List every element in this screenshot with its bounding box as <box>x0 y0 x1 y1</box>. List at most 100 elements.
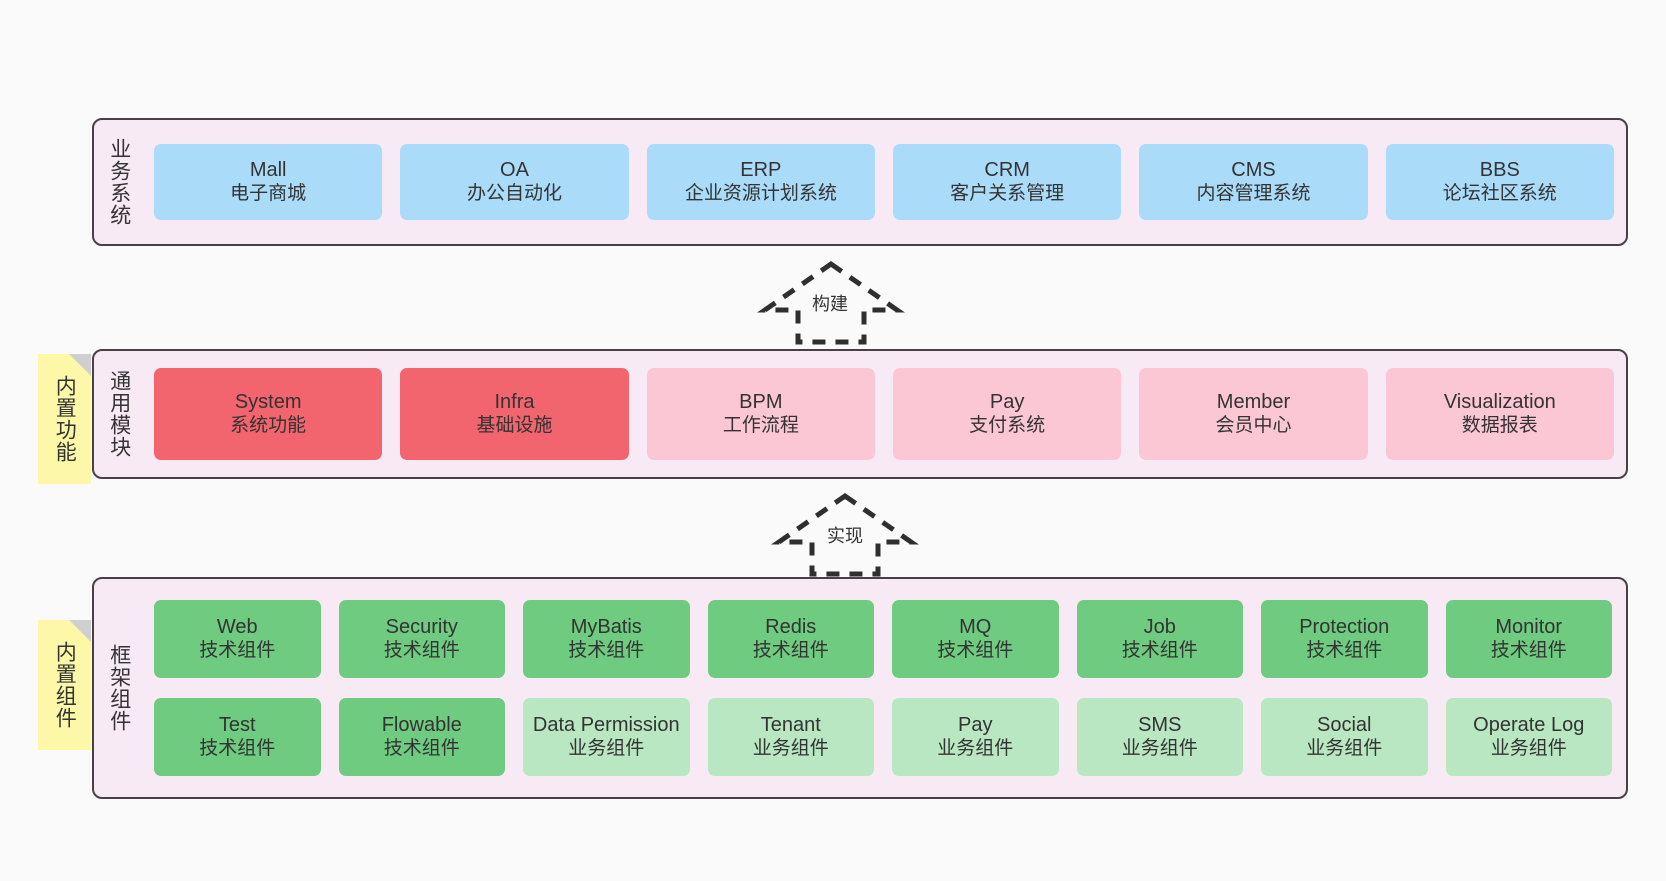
card-title-en: Monitor <box>1495 616 1563 638</box>
card-title-en: Infra <box>494 391 535 413</box>
card-title-en: Visualization <box>1443 391 1556 413</box>
card-title-en: SMS <box>1138 714 1182 736</box>
card-title-en: BPM <box>739 391 783 413</box>
card-title-en: Data Permission <box>532 714 680 736</box>
card-title-cn: 论坛社区系统 <box>1442 182 1557 204</box>
card-title-en: System <box>234 391 302 413</box>
card-title-cn: 技术组件 <box>1490 639 1567 661</box>
card-title-cn: 内容管理系统 <box>1196 182 1311 204</box>
card-title-en: ERP <box>740 159 782 181</box>
card-title-cn: 技术组件 <box>1306 639 1383 661</box>
card-title-cn: 业务组件 <box>752 737 829 759</box>
card-title-cn: 电子商城 <box>230 182 307 204</box>
card-title-cn: 业务组件 <box>1121 737 1198 759</box>
card-title-en: CRM <box>984 159 1030 181</box>
card-title-cn: 技术组件 <box>199 639 276 661</box>
card-title-cn: 系统功能 <box>230 414 307 436</box>
card-title-en: BBS <box>1479 159 1520 181</box>
card-title-en: Job <box>1143 616 1176 638</box>
arrow-implement <box>770 490 920 580</box>
card-title-en: Social <box>1317 714 1372 736</box>
card-title-cn: 业务组件 <box>1490 737 1567 759</box>
card-title-cn: 业务组件 <box>937 737 1014 759</box>
card-title-cn: 技术组件 <box>568 639 645 661</box>
card-title-cn: 技术组件 <box>1121 639 1198 661</box>
card-title-en: Redis <box>765 616 817 638</box>
card-title-cn: 企业资源计划系统 <box>684 182 837 204</box>
note-builtin-features-label: 内置功能 <box>53 375 77 463</box>
layer-modules-title: 通用模块 <box>107 370 131 458</box>
card-title-cn: 技术组件 <box>199 737 276 759</box>
card-title-en: Mall <box>249 159 287 181</box>
card-title-en: Tenant <box>760 714 821 736</box>
card-title-cn: 业务组件 <box>568 737 645 759</box>
card-title-en: CMS <box>1231 159 1276 181</box>
card-title-en: Web <box>216 616 258 638</box>
card-title-en: MQ <box>959 616 992 638</box>
card-title-cn: 会员中心 <box>1215 414 1292 436</box>
note-fold-icon <box>69 354 91 376</box>
card-title-cn: 技术组件 <box>937 639 1014 661</box>
arrow-build-label: 构建 <box>812 294 848 314</box>
layer-framework-title: 框架组件 <box>107 644 131 732</box>
layer-business-title: 业务系统 <box>107 138 131 226</box>
card-title-cn: 技术组件 <box>383 639 460 661</box>
note-fold-icon <box>69 620 91 642</box>
card-title-en: Security <box>385 616 458 638</box>
card-title-cn: 技术组件 <box>383 737 460 759</box>
arrow-implement-label: 实现 <box>827 526 863 546</box>
arrow-build <box>756 258 906 348</box>
note-builtin-features: 内置功能 <box>38 354 91 484</box>
note-builtin-components: 内置组件 <box>38 620 91 750</box>
card-title-en: Operate Log <box>1473 714 1585 736</box>
card-title-en: Protection <box>1299 616 1390 638</box>
card-title-en: Test <box>218 714 256 736</box>
card-title-cn: 支付系统 <box>969 414 1046 436</box>
card-title-cn: 业务组件 <box>1306 737 1383 759</box>
card-title-en: Flowable <box>381 714 462 736</box>
card-title-cn: 工作流程 <box>722 414 799 436</box>
card-title-cn: 技术组件 <box>752 639 829 661</box>
card-title-cn: 基础设施 <box>476 414 553 436</box>
card-title-en: Pay <box>989 391 1025 413</box>
card-title-en: Pay <box>958 714 993 736</box>
card-title-cn: 数据报表 <box>1461 414 1538 436</box>
